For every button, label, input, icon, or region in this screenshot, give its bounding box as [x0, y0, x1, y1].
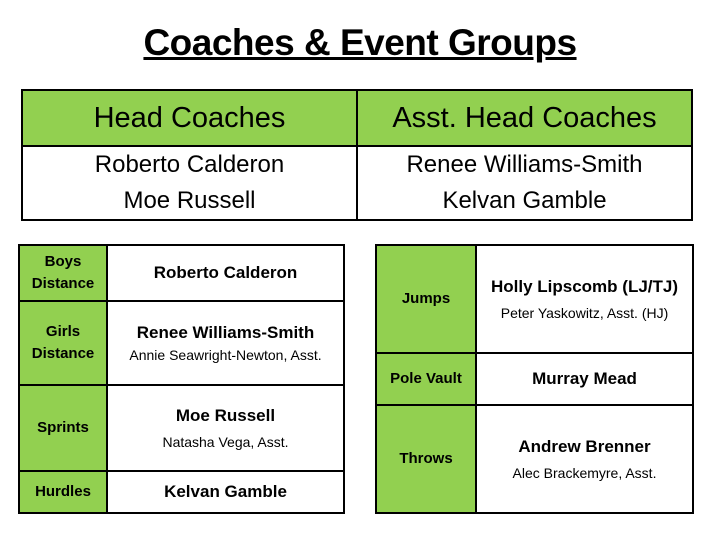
assistant-name: Peter Yaskowitz, Asst. (HJ) — [500, 305, 669, 321]
coach-cell: Roberto Calderon — [106, 244, 345, 302]
asst-head-coach-name: Renee Williams-Smith — [406, 151, 643, 178]
coach-cell: Murray Mead — [475, 352, 694, 406]
event-label: Girls Distance — [18, 300, 108, 386]
event-label: Jumps — [375, 244, 477, 354]
event-label: Sprints — [18, 384, 108, 472]
head-coaches-header: Head Coaches — [21, 89, 358, 147]
running-events-table: Boys Distance Roberto Calderon Girls Dis… — [18, 244, 345, 514]
event-label: Boys Distance — [18, 244, 108, 302]
coach-name: Holly Lipscomb (LJ/TJ) — [490, 277, 679, 296]
event-label: Throws — [375, 404, 477, 514]
coach-cell: Renee Williams-Smith Annie Seawright-New… — [106, 300, 345, 386]
head-coach-name: Roberto Calderon — [94, 151, 285, 178]
coach-name: Moe Russell — [175, 406, 276, 425]
table-row: Hurdles Kelvan Gamble — [18, 470, 345, 514]
asst-head-coaches-header: Asst. Head Coaches — [356, 89, 693, 147]
coach-name: Roberto Calderon — [153, 263, 298, 282]
coach-cell: Holly Lipscomb (LJ/TJ) Peter Yaskowitz, … — [475, 244, 694, 354]
table-row: Throws Andrew Brenner Alec Brackemyre, A… — [375, 404, 694, 514]
page-title: Coaches & Event Groups — [143, 22, 577, 63]
coach-cell: Andrew Brenner Alec Brackemyre, Asst. — [475, 404, 694, 514]
field-events-table: Jumps Holly Lipscomb (LJ/TJ) Peter Yasko… — [375, 244, 694, 514]
event-label: Hurdles — [18, 470, 108, 514]
head-coaches-table: Head Coaches Asst. Head Coaches Roberto … — [21, 89, 693, 221]
asst-head-coaches-cell: Renee Williams-Smith Kelvan Gamble — [356, 145, 693, 221]
table-row: Jumps Holly Lipscomb (LJ/TJ) Peter Yasko… — [375, 244, 694, 354]
asst-head-coach-name: Kelvan Gamble — [442, 187, 607, 214]
coach-name: Kelvan Gamble — [164, 482, 287, 501]
table-row: Girls Distance Renee Williams-Smith Anni… — [18, 300, 345, 386]
coach-name: Andrew Brenner — [518, 437, 651, 456]
head-coaches-cell: Roberto Calderon Moe Russell — [21, 145, 358, 221]
table-row: Boys Distance Roberto Calderon — [18, 244, 345, 302]
table-row: Sprints Moe Russell Natasha Vega, Asst. — [18, 384, 345, 472]
coach-name: Murray Mead — [532, 369, 637, 388]
event-label: Pole Vault — [375, 352, 477, 406]
head-coach-name: Moe Russell — [123, 187, 256, 214]
coach-cell: Kelvan Gamble — [106, 470, 345, 514]
assistant-name: Annie Seawright-Newton, Asst. — [129, 347, 322, 363]
coach-name: Renee Williams-Smith — [136, 323, 315, 342]
assistant-name: Alec Brackemyre, Asst. — [512, 465, 657, 481]
table-row: Pole Vault Murray Mead — [375, 352, 694, 406]
coach-cell: Moe Russell Natasha Vega, Asst. — [106, 384, 345, 472]
assistant-name: Natasha Vega, Asst. — [162, 434, 289, 450]
